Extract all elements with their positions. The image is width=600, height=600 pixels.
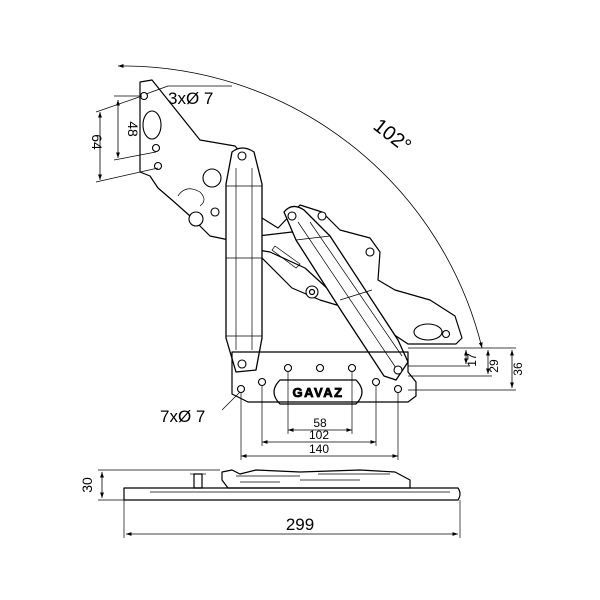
side-view: 30 299 — [79, 469, 461, 538]
dim-58-text: 58 — [313, 416, 327, 430]
linkage-pivot-inner — [308, 288, 316, 296]
base-plate: GAVAZ — [231, 351, 417, 405]
base-plate-outline — [231, 351, 417, 403]
angle-arc-group: 102° — [117, 63, 483, 349]
linkage-pivot — [305, 285, 319, 299]
vertical-arm-bottom-pin — [237, 359, 247, 369]
right-plate-hole — [441, 329, 451, 339]
linkage-slot — [271, 245, 301, 269]
base-hole-3 — [283, 363, 293, 373]
dim-102-text: 102 — [309, 428, 329, 442]
side-view-base-plate — [123, 487, 461, 501]
angle-label: 102° — [369, 115, 415, 158]
diagonal-arm-rib-1 — [295, 235, 331, 241]
ext-line-a — [95, 95, 143, 113]
right-dimensions: 17 29 36 — [408, 347, 525, 391]
top-holes-label: 3xØ 7 — [168, 89, 213, 108]
diagonal-arm-top-pin — [287, 211, 297, 221]
top-plate-cutout-2 — [188, 211, 204, 227]
mid-pivot-hole — [365, 247, 375, 257]
dim-30-text: 30 — [79, 477, 95, 493]
bottom-hole-dimensions: 7xØ 7 58 102 140 — [160, 372, 399, 460]
base-hole-7 — [393, 384, 403, 394]
base-hole-4 — [315, 363, 325, 373]
side-view-mechanism-detail — [236, 473, 390, 483]
vertical-arm — [225, 147, 263, 373]
diagonal-arm-bottom-pin — [393, 365, 403, 375]
ext-line-d — [95, 167, 159, 183]
top-plate-cutout-3 — [210, 207, 220, 217]
diagonal-arm-inner-1 — [297, 221, 397, 369]
base-hole-5 — [347, 363, 357, 373]
dim-48-text: 48 — [125, 121, 141, 137]
diagonal-arm-inner-2 — [309, 221, 403, 357]
angle-arc — [117, 63, 483, 349]
top-plate-notch — [177, 188, 205, 207]
hinge-arms — [225, 147, 409, 381]
base-hole-2 — [257, 377, 267, 387]
dim-64-text: 64 — [89, 134, 105, 150]
dim-36-text: 36 — [511, 362, 525, 376]
dim-17-text: 17 — [465, 353, 479, 367]
side-view-screw — [193, 473, 203, 489]
mid-pivot-hole-2 — [317, 211, 327, 221]
top-plate-cutout-1 — [202, 168, 222, 188]
right-plate-slot — [413, 323, 443, 341]
top-plate-slot — [142, 110, 162, 140]
dim-140-text: 140 — [309, 442, 329, 456]
dim-29-text: 29 — [487, 359, 501, 373]
top-hole-2 — [151, 143, 161, 153]
vertical-arm-top-pin — [237, 151, 247, 161]
top-mounting-plate — [139, 79, 463, 345]
ext-line-c — [113, 151, 157, 161]
top-left-dimensions: 3xØ 7 48 64 — [89, 85, 232, 183]
base-hole-1 — [236, 384, 246, 394]
side-view-mechanism — [221, 469, 411, 489]
bottom-holes-leader — [221, 391, 241, 411]
diagonal-arm-rib-2 — [339, 289, 373, 301]
bottom-holes-label: 7xØ 7 — [160, 407, 205, 426]
top-holes-leader — [145, 85, 169, 95]
base-hole-6 — [371, 377, 381, 387]
dim-299-text: 299 — [286, 515, 314, 534]
base-plate-logo-frame — [273, 379, 363, 405]
top-hole-3 — [153, 161, 163, 171]
brand-logo: GAVAZ — [292, 385, 343, 400]
